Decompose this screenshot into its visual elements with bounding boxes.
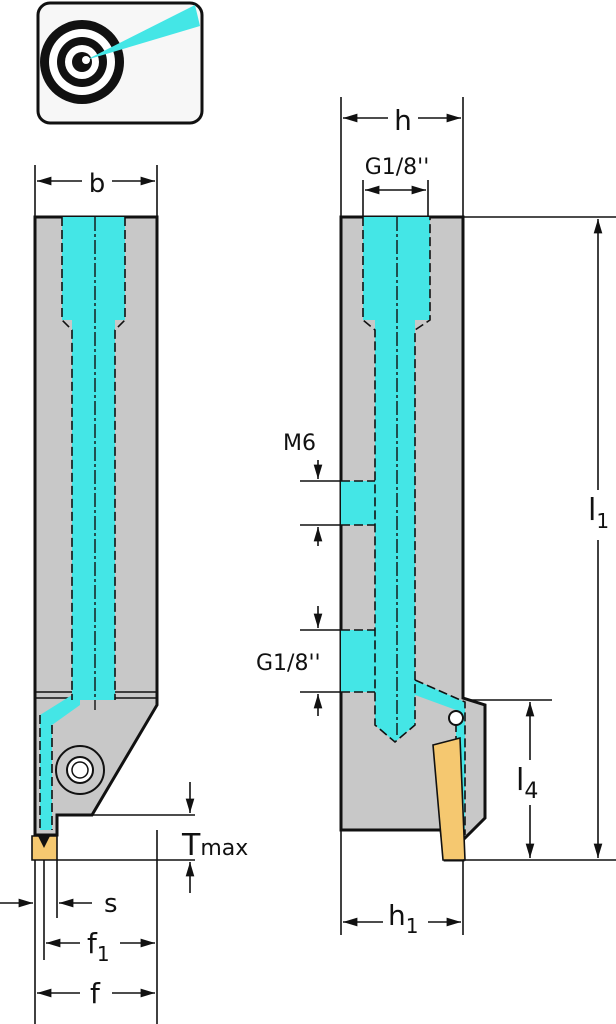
dim-s: s <box>104 889 118 919</box>
front-view: h G1/8'' M6 G1/8'' l1 l4 h1 <box>256 97 616 938</box>
dim-l1: l1 <box>588 493 609 533</box>
dim-g-side: G1/8'' <box>256 651 321 676</box>
internal-coolant-icon <box>36 1 204 125</box>
dim-g-top: G1/8'' <box>365 155 430 180</box>
dim-l4: l4 <box>516 763 538 804</box>
dim-f1: f1 <box>87 927 110 966</box>
dim-f: f <box>90 977 101 1010</box>
dim-h1: h1 <box>388 899 418 938</box>
insert <box>432 736 466 861</box>
dim-b: b <box>89 169 106 199</box>
dim-m6: M6 <box>283 431 316 456</box>
side-view: b Tmax s f1 f <box>0 165 248 1024</box>
dim-h: h <box>394 104 412 137</box>
dim-tmax: Tmax <box>181 828 248 863</box>
